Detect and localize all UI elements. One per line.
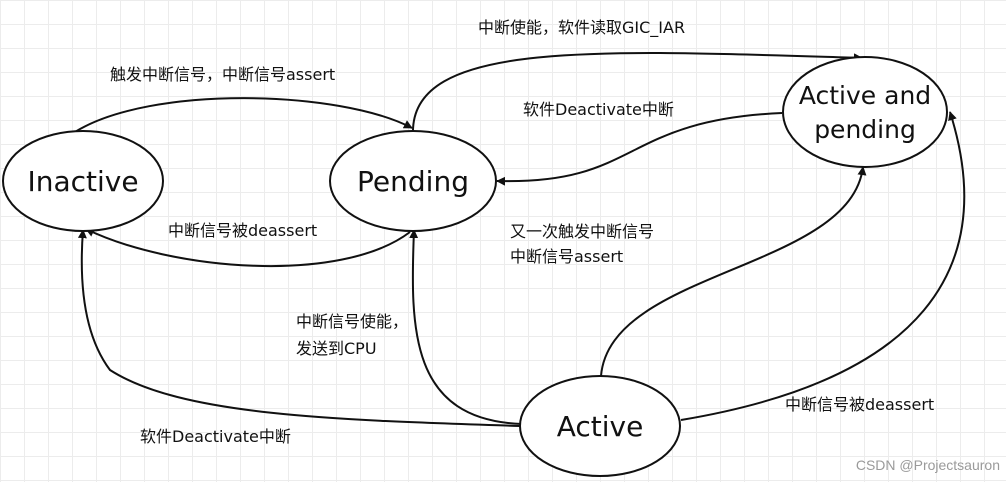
state-active-and-pending-label-line1: Active and bbox=[799, 81, 931, 110]
edge-label-pending-to-active-pending: 中断使能，软件读取GIC_IAR bbox=[478, 18, 685, 38]
state-active: Active bbox=[519, 375, 681, 477]
edge-active-to-active-pending bbox=[600, 166, 867, 377]
edge-active-to-active-pending-right bbox=[680, 111, 966, 421]
edge-active-to-pending bbox=[409, 229, 523, 425]
state-inactive: Inactive bbox=[2, 130, 164, 232]
edge-active-to-inactive bbox=[77, 229, 521, 427]
edge-active-pending-to-pending bbox=[496, 112, 783, 186]
watermark: CSDN @Projectsauron bbox=[856, 457, 1000, 473]
edge-inactive-to-pending bbox=[74, 97, 413, 133]
edge-label-active-to-active-pending-line2: 中断信号assert bbox=[510, 247, 623, 266]
state-active-label: Active bbox=[557, 410, 644, 443]
state-active-and-pending: Active and pending bbox=[782, 56, 948, 168]
state-inactive-label: Inactive bbox=[27, 165, 138, 198]
state-pending-label: Pending bbox=[357, 165, 469, 198]
edge-label-active-to-active-pending-line1: 又一次触发中断信号 bbox=[510, 222, 654, 241]
edge-label-active-pending-to-active: 中断信号被deassert bbox=[785, 395, 934, 414]
edge-label-active-pending-to-pending: 软件Deactivate中断 bbox=[523, 100, 674, 119]
edge-pending-to-active-pending bbox=[412, 52, 863, 131]
edge-label-pending-to-active-line2: 发送到CPU bbox=[296, 339, 377, 358]
state-active-and-pending-label-line2: pending bbox=[814, 115, 916, 144]
edge-label-pending-to-inactive: 中断信号被deassert bbox=[168, 221, 317, 240]
edge-label-pending-to-active-line1: 中断信号使能， bbox=[296, 312, 408, 331]
edge-label-inactive-to-pending: 触发中断信号，中断信号assert bbox=[110, 65, 335, 84]
state-pending: Pending bbox=[329, 130, 497, 232]
edge-label-active-to-inactive: 软件Deactivate中断 bbox=[140, 427, 291, 446]
edge-pending-to-inactive bbox=[85, 228, 411, 268]
